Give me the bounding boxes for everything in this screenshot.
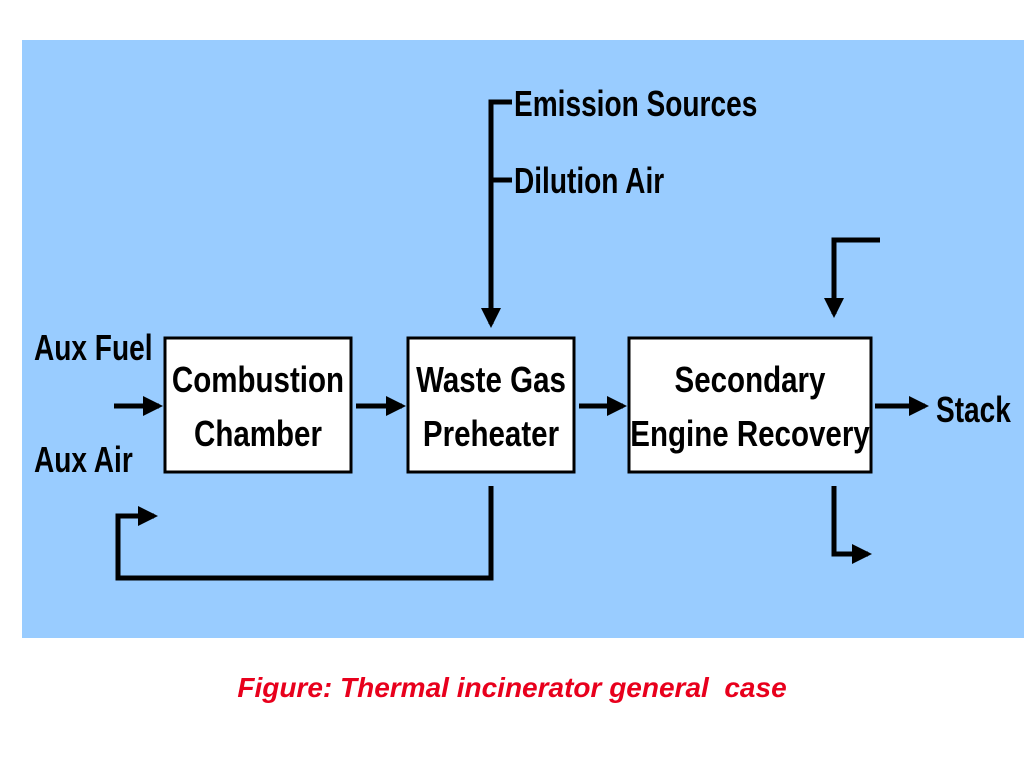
aux-fuel-label: Aux Fuel [34, 328, 153, 368]
dilution-air-label: Dilution Air [514, 161, 665, 201]
emission-sources-label: Emission Sources [514, 84, 757, 124]
stack-label: Stack [936, 390, 1011, 430]
secondary-top-input-arrow [824, 237, 880, 318]
emission-feed-arrow [481, 99, 512, 328]
waste-gas-preheater-line2: Preheater [423, 413, 559, 453]
secondary-recovery-line1: Secondary [675, 359, 827, 399]
secondary-recovery-line2: Engine Recovery [630, 413, 870, 453]
combustion-chamber-line2: Chamber [194, 413, 322, 453]
secondary-recovery-box: Secondary Engine Recovery [627, 336, 873, 474]
combustion-chamber-line1: Combustion [172, 359, 344, 399]
figure-caption: Figure: Thermal incinerator general case [237, 672, 787, 703]
combustion-chamber-box: Combustion Chamber [163, 336, 353, 474]
waste-gas-preheater-box: Waste Gas Preheater [406, 336, 576, 474]
secondary-bottom-output-arrow [831, 486, 872, 564]
aux-air-label: Aux Air [34, 440, 133, 480]
recycle-loop-arrow [115, 486, 494, 581]
waste-gas-preheater-line1: Waste Gas [416, 359, 566, 399]
flow-diagram: Combustion Chamber Waste Gas Preheater S… [34, 84, 1011, 581]
diagram-panel: Combustion Chamber Waste Gas Preheater S… [22, 40, 1024, 638]
